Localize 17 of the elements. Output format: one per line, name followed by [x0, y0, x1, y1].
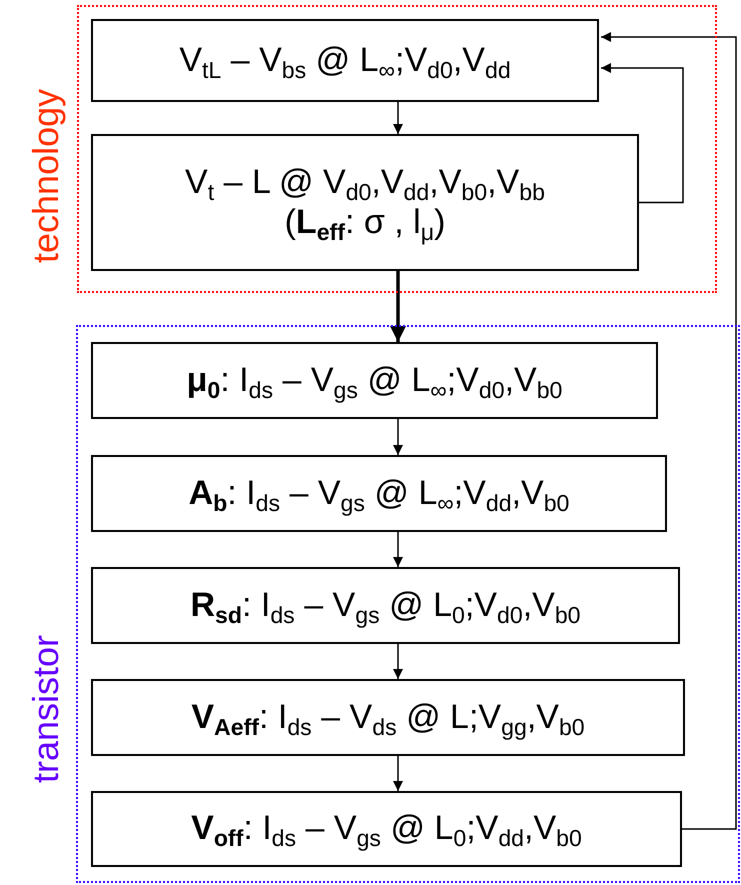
arrow: [393, 532, 403, 567]
process-box: R$_{sd}$: I$_{ds}$ – V$_{gs}$ @ L$_{0}$;V$_{d0}$,V$_{b0}$: [91, 567, 680, 644]
arrow: [390, 271, 406, 342]
arrow: [601, 32, 737, 830]
process-box: μ$_{0}$: I$_{ds}$ – V$_{gs}$ @ L$_{∞}$;V$_{d0}$,V$_{b0}$: [91, 342, 658, 419]
arrow: [393, 756, 403, 791]
group-heading: technology: [25, 88, 67, 263]
process-box: V$_{off}$: I$_{ds}$ – V$_{gs}$ @ L$_{0}$;V$_{dd}$,V$_{b0}$: [91, 791, 682, 867]
group-heading: transistor: [25, 634, 67, 783]
arrow: [393, 419, 403, 455]
process-box: V$_{t}$ – L @ V$_{d0}$,V$_{dd}$,V$_{b0}$,V$_{bb}$ (L$_{eff}$: σ , l$_{μ}$): [91, 134, 639, 271]
process-box: A$_{b}$: I$_{ds}$ – V$_{gs}$ @ L$_{∞}$;V$_{dd}$,V$_{b0}$: [91, 455, 667, 532]
process-box: V$_{Aeff}$: I$_{ds}$ – V$_{ds}$ @ L;V$_{gg}$,V$_{b0}$: [91, 679, 685, 756]
arrow: [393, 102, 403, 134]
process-box: V$_{tL}$ – V$_{bs}$ @ L$_{∞}$;V$_{d0}$,V$_{dd}$: [91, 19, 599, 102]
arrow: [393, 644, 403, 679]
arrow: [601, 63, 684, 204]
